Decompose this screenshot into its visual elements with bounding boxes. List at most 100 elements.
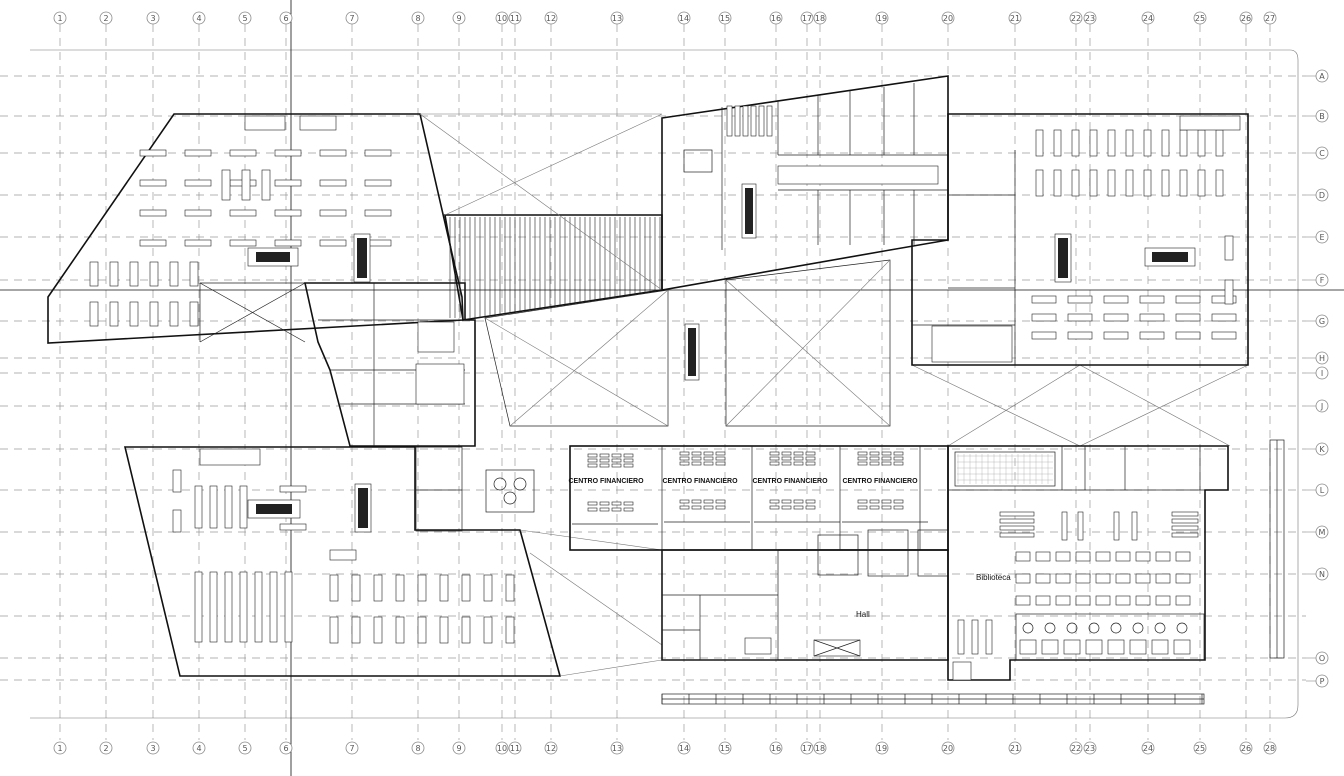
axis-bubble-label: C: [1319, 149, 1325, 158]
axis-bubble: [1069, 741, 1083, 755]
axis-bubble: [813, 11, 827, 25]
axis-bubble-label: 9: [456, 14, 461, 23]
axis-bubble: [279, 741, 293, 755]
axis-bubble: [345, 741, 359, 755]
axis-bubble-label: K: [1319, 445, 1325, 454]
ramp: [444, 214, 663, 321]
axis-bubble: [769, 11, 783, 25]
axis-bubble: [875, 11, 889, 25]
axis-bubble-label: 5: [242, 744, 247, 753]
axis-bubble-label: N: [1319, 570, 1325, 579]
axis-bubble-label: J: [1320, 402, 1323, 411]
axis-bubble: [279, 11, 293, 25]
axis-bubble-label: 23: [1085, 744, 1095, 753]
axis-bubble-label: 13: [612, 14, 622, 23]
axis-bubble: [1315, 314, 1329, 328]
axis-bubble-label: 7: [349, 14, 354, 23]
library-block: [947, 445, 1229, 681]
axis-bubble: [238, 741, 252, 755]
room-label-hall: Hall: [856, 610, 870, 619]
axis-bubble-label: L: [1320, 486, 1325, 495]
axis-bubble-label: 9: [456, 744, 461, 753]
scale-bar: [661, 693, 1205, 705]
axis-bubble-label: 5: [242, 14, 247, 23]
room-label-centro-1: CENTRO FINANCIERO: [568, 478, 644, 485]
axis-bubble-label: G: [1319, 317, 1325, 326]
axis-bubble: [345, 11, 359, 25]
axis-bubble-label: 16: [771, 14, 781, 23]
axis-bubble-label: 12: [546, 744, 556, 753]
room-label-centro-2: CENTRO FINANCIERO: [662, 478, 738, 485]
store-northeast: [911, 113, 1249, 366]
axis-bubble-label: 22: [1071, 744, 1081, 753]
axis-bubble-label: 14: [679, 744, 689, 753]
axis-bubble-label: 19: [877, 14, 887, 23]
axis-bubble-label: 19: [877, 744, 887, 753]
axis-bubble: [1315, 273, 1329, 287]
axis-bubble-label: P: [1320, 677, 1325, 686]
axis-bubble-label: 18: [815, 744, 825, 753]
axis-bubble: [941, 741, 955, 755]
axis-bubble-label: 22: [1071, 14, 1081, 23]
axis-bubble-label: 23: [1085, 14, 1095, 23]
axis-bubble: [1315, 651, 1329, 665]
axis-bubble: [544, 741, 558, 755]
axis-bubble-label: 26: [1241, 744, 1251, 753]
axis-bubble: [610, 741, 624, 755]
axis-bubble: [1083, 741, 1097, 755]
axis-bubble-label: 3: [150, 744, 155, 753]
axis-bubble-label: 21: [1010, 744, 1020, 753]
axis-bubble-label: 8: [415, 14, 420, 23]
axis-bubble: [677, 741, 691, 755]
axis-bubble-label: 16: [771, 744, 781, 753]
axis-bubble-label: 14: [679, 14, 689, 23]
axis-bubble: [1315, 69, 1329, 83]
axis-bubble: [99, 741, 113, 755]
axis-bubble: [192, 11, 206, 25]
axis-bubble: [1263, 741, 1277, 755]
axis-bubble-label: F: [1320, 276, 1325, 285]
axis-bubble-label: 7: [349, 744, 354, 753]
axis-bubble: [677, 11, 691, 25]
axis-bubble-label: 26: [1241, 14, 1251, 23]
axis-bubble-label: 10: [497, 14, 507, 23]
axis-bubble: [1315, 188, 1329, 202]
axis-bubble-label: B: [1319, 112, 1325, 121]
axis-bubble: [1008, 741, 1022, 755]
axis-bubble: [452, 741, 466, 755]
axis-bubble: [1315, 399, 1329, 413]
axis-bubble: [1141, 741, 1155, 755]
axis-bubble: [1008, 11, 1022, 25]
axis-bubble-label: 4: [196, 14, 201, 23]
axis-bubble: [53, 741, 67, 755]
hall-block: [661, 529, 949, 661]
axis-bubble-label: 11: [510, 744, 520, 753]
atrium-south-lines: [519, 529, 663, 677]
axis-bubble: [800, 741, 814, 755]
axis-bubble-label: M: [1319, 528, 1326, 537]
axis-bubble: [411, 741, 425, 755]
axis-bubble: [1069, 11, 1083, 25]
axis-bubble: [1315, 567, 1329, 581]
axis-bubble: [238, 11, 252, 25]
axis-bubble: [53, 11, 67, 25]
axis-bubble-label: 2: [103, 14, 108, 23]
room-label-centro-4: CENTRO FINANCIERO: [842, 478, 918, 485]
axis-bubble: [1315, 674, 1329, 688]
axis-bubble-label: 6: [283, 14, 288, 23]
atrium-lines: [419, 113, 1249, 447]
axis-bubble-label: 17: [802, 14, 812, 23]
axis-bubble-label: E: [1319, 233, 1324, 242]
axis-bubble-label: 13: [612, 744, 622, 753]
core-west: [304, 282, 476, 447]
axis-bubble: [610, 11, 624, 25]
axis-bubble: [495, 741, 509, 755]
axis-bubble: [718, 11, 732, 25]
axis-bubble: [1315, 230, 1329, 244]
section-strip: [1269, 439, 1285, 659]
block-north-central: [661, 75, 949, 291]
axis-bubble-label: 17: [802, 744, 812, 753]
axis-bubble: [769, 741, 783, 755]
